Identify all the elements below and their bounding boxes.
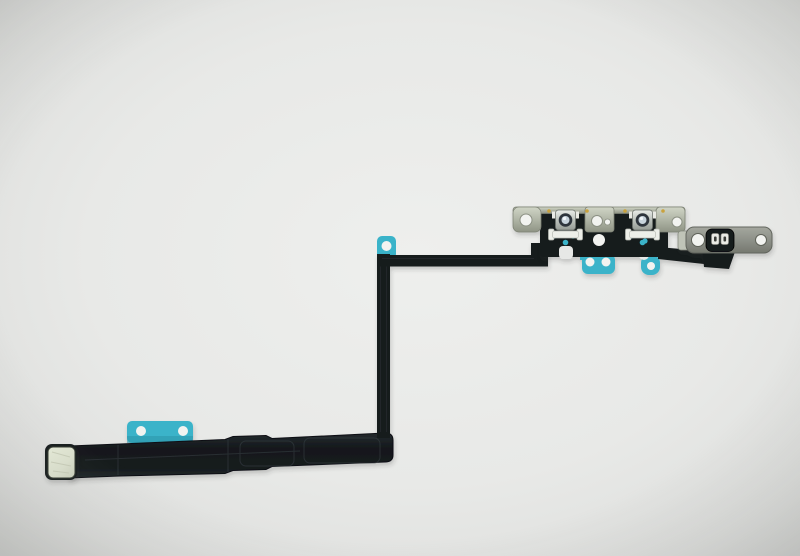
flex-cable-photo (0, 0, 800, 556)
screenshot-root (0, 0, 800, 556)
corner-vignette (0, 0, 800, 556)
